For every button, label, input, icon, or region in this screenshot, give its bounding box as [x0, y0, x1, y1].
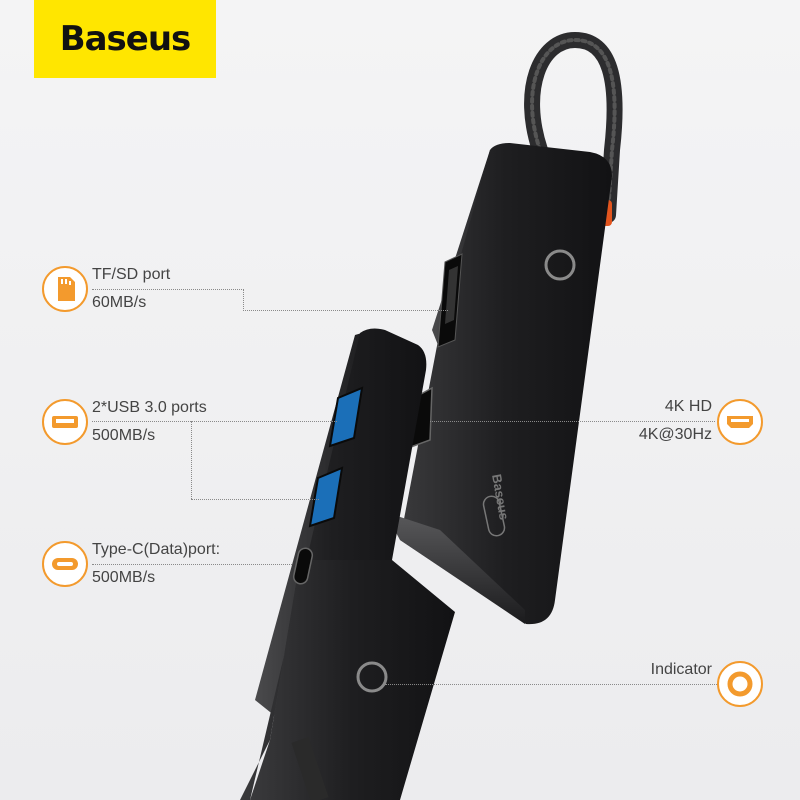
- leader-usb-drop: [191, 421, 192, 499]
- indicator-ring-back: [544, 249, 576, 281]
- typec-title: Type-C(Data)port:: [92, 541, 221, 558]
- device-badge: [482, 495, 506, 537]
- tfsd-speed: 60MB/s: [92, 294, 147, 311]
- type-c-icon: [42, 541, 88, 587]
- leader-indicator: [385, 684, 717, 685]
- type-c-port: [292, 547, 314, 585]
- leader-usb-2: [191, 499, 319, 500]
- brand-logo: Baseus: [34, 0, 216, 78]
- indicator-title: Indicator: [650, 661, 712, 678]
- leader-typec: [92, 564, 292, 565]
- typec-speed: 500MB/s: [92, 569, 156, 586]
- hub-back-edge: [385, 512, 525, 624]
- indicator-label: Indicator: [651, 656, 712, 684]
- hdmi-label: 4K HD 4K@30Hz: [639, 393, 712, 449]
- indicator-ring-front: [356, 661, 388, 693]
- hdmi-spec: 4K@30Hz: [638, 426, 712, 443]
- hdmi-title: 4K HD: [664, 398, 712, 415]
- hdmi-icon: [717, 399, 763, 445]
- usb-port-1: [328, 386, 364, 448]
- leader-tfsd-2: [243, 310, 448, 311]
- usb-label: 2*USB 3.0 ports 500MB/s: [92, 394, 207, 450]
- tfsd-label: TF/SD port 60MB/s: [92, 261, 170, 317]
- usb-port-2: [308, 466, 344, 528]
- usb-port-icon: [42, 399, 88, 445]
- cable-bottom: [291, 737, 329, 800]
- leader-tfsd: [92, 289, 244, 290]
- indicator-icon: [717, 661, 763, 707]
- tfsd-title: TF/SD port: [92, 266, 171, 283]
- sd-card-icon: [42, 266, 88, 312]
- leader-usb: [92, 421, 337, 422]
- hub-front-body: [240, 328, 427, 800]
- usb-title: 2*USB 3.0 ports: [92, 399, 207, 416]
- hub-back-body: [400, 143, 612, 625]
- brand-name: Baseus: [59, 19, 192, 59]
- leader-tfsd-drop: [243, 289, 244, 311]
- leader-hdmi: [430, 421, 715, 422]
- typec-label: Type-C(Data)port: 500MB/s: [92, 536, 220, 592]
- usb-speed: 500MB/s: [92, 427, 156, 444]
